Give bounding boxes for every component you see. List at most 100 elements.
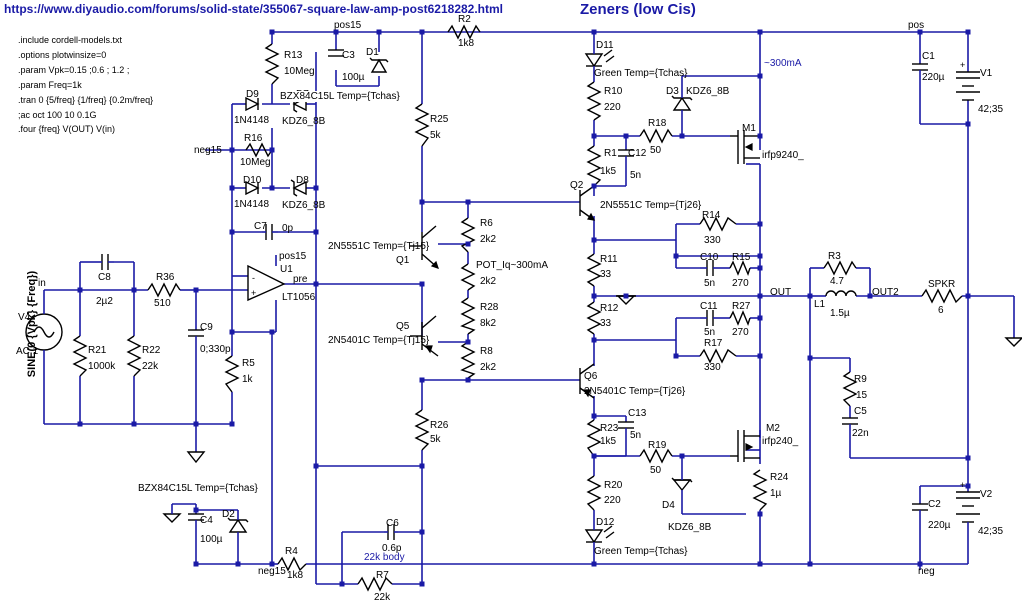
junction-dot <box>131 287 137 293</box>
net-label-pre: pre <box>293 274 308 285</box>
ref-c11: C11 <box>700 301 718 312</box>
value-r6: 2k2 <box>480 234 497 245</box>
value-r2: 1k8 <box>458 38 475 49</box>
net-label-neg15: neg15 <box>194 145 222 156</box>
value-c4: 100µ <box>200 534 223 545</box>
value-q5: 2N5401C Temp={Tj15} <box>328 335 430 346</box>
ref-d2: D2 <box>222 509 235 520</box>
junction-dot <box>339 581 345 587</box>
ref-c6: C6 <box>386 518 399 529</box>
junction-dot <box>313 281 319 287</box>
junction-dot <box>193 287 199 293</box>
ref-c13: C13 <box>628 408 647 419</box>
ref-c7: C7 <box>254 221 267 232</box>
net-label-neg15-bottom: neg15 <box>258 566 286 577</box>
junction-dot <box>757 561 763 567</box>
ref-d1: D1 <box>366 47 379 58</box>
junction-dot <box>757 293 763 299</box>
value-r20: 220 <box>604 495 621 506</box>
value-r14: 330 <box>704 235 721 246</box>
svg-text:+: + <box>960 60 965 70</box>
value-d7: KDZ6_8B <box>282 116 326 127</box>
mosfet-m2 <box>730 430 760 462</box>
ref-r21: R21 <box>88 345 107 356</box>
value-r27: 270 <box>732 327 749 338</box>
ref-r27: R27 <box>732 301 751 312</box>
net-label-out2: OUT2 <box>872 287 899 298</box>
junction-dot <box>333 29 339 35</box>
junction-dot <box>623 133 629 139</box>
net-label-neg: neg <box>918 566 935 577</box>
junction-dot <box>77 421 83 427</box>
ref-d8: D8 <box>296 175 309 186</box>
components: -+ + + <box>25 24 1022 592</box>
resistor-r12 <box>586 301 602 335</box>
ref-r8: R8 <box>480 346 493 357</box>
junction-dot <box>965 483 971 489</box>
value-c9: 0;330p <box>200 344 231 355</box>
resistor-r1 <box>586 145 602 187</box>
value-d8: KDZ6_8B <box>282 200 326 211</box>
value-r9: 15 <box>856 390 868 401</box>
note-c6: 22k body <box>364 552 405 563</box>
wires <box>43 31 1015 585</box>
source-name-label: V4 <box>18 312 31 323</box>
junction-dot <box>376 29 382 35</box>
junction-dot <box>419 29 425 35</box>
junction-dot <box>757 353 763 359</box>
junction-dot <box>193 507 199 513</box>
value-r28: 8k2 <box>480 318 497 329</box>
zener-d4 <box>671 472 693 500</box>
value-r11: 33 <box>600 269 612 280</box>
diode-d10 <box>245 180 260 196</box>
ref-r24: R24 <box>770 472 789 483</box>
ref-m2: M2 <box>766 423 780 434</box>
ref-c12: C12 <box>628 148 647 159</box>
ref-r5: R5 <box>242 358 255 369</box>
value-m1: irfp9240_ <box>762 150 804 161</box>
capacitor-c3 <box>328 49 344 57</box>
ref-d11: D11 <box>596 40 614 51</box>
junction-dot <box>419 199 425 205</box>
value-r10: 220 <box>604 102 621 113</box>
junction-dot <box>757 265 763 271</box>
resistor-r23 <box>586 419 602 457</box>
resistor-r15 <box>729 260 751 276</box>
value-r12: 33 <box>600 318 612 329</box>
value-r1: 1k5 <box>600 166 617 177</box>
value-l1: 1.5µ <box>830 308 850 319</box>
net-label-out: OUT <box>770 287 792 298</box>
resistor-r25 <box>414 103 430 147</box>
ground-symbol-bottom <box>162 504 182 523</box>
transistor-q1 <box>410 225 439 269</box>
value-d12: Green Temp={Tchas} <box>594 546 688 557</box>
resistor-r22 <box>126 335 142 377</box>
value-q1: 2N5551C Temp={Tj15} <box>328 241 430 252</box>
junction-dot <box>673 253 679 259</box>
spice-directive: .options plotwinsize=0 <box>18 50 107 60</box>
ref-r17: R17 <box>704 338 723 349</box>
junction-dot <box>419 529 425 535</box>
value-c13: 5n <box>630 430 642 441</box>
capacitor-c7 <box>262 224 278 240</box>
value-c6: 0.6p <box>382 543 402 554</box>
value-c12: 5n <box>630 170 642 181</box>
ref-r7: R7 <box>376 570 389 581</box>
sine-source-v4 <box>25 308 63 356</box>
value-r15: 270 <box>732 278 749 289</box>
zener-d2 <box>227 516 249 540</box>
value-r24: 1µ <box>770 488 782 499</box>
ref-r18: R18 <box>648 118 667 129</box>
junction-dot <box>591 133 597 139</box>
junction-dot <box>757 29 763 35</box>
led-d12 <box>584 524 615 546</box>
junction-dot <box>313 463 319 469</box>
zener-d3 <box>671 88 693 122</box>
spice-directive: ;ac oct 100 10 0.1G <box>18 110 97 120</box>
value-r4: 1k8 <box>287 570 304 581</box>
junction-dot <box>591 453 597 459</box>
source-url[interactable]: https://www.diyaudio.com/forums/solid-st… <box>4 2 504 16</box>
net-label-pos: pos <box>908 20 925 31</box>
net-label-pos15-u1: pos15 <box>279 251 307 262</box>
